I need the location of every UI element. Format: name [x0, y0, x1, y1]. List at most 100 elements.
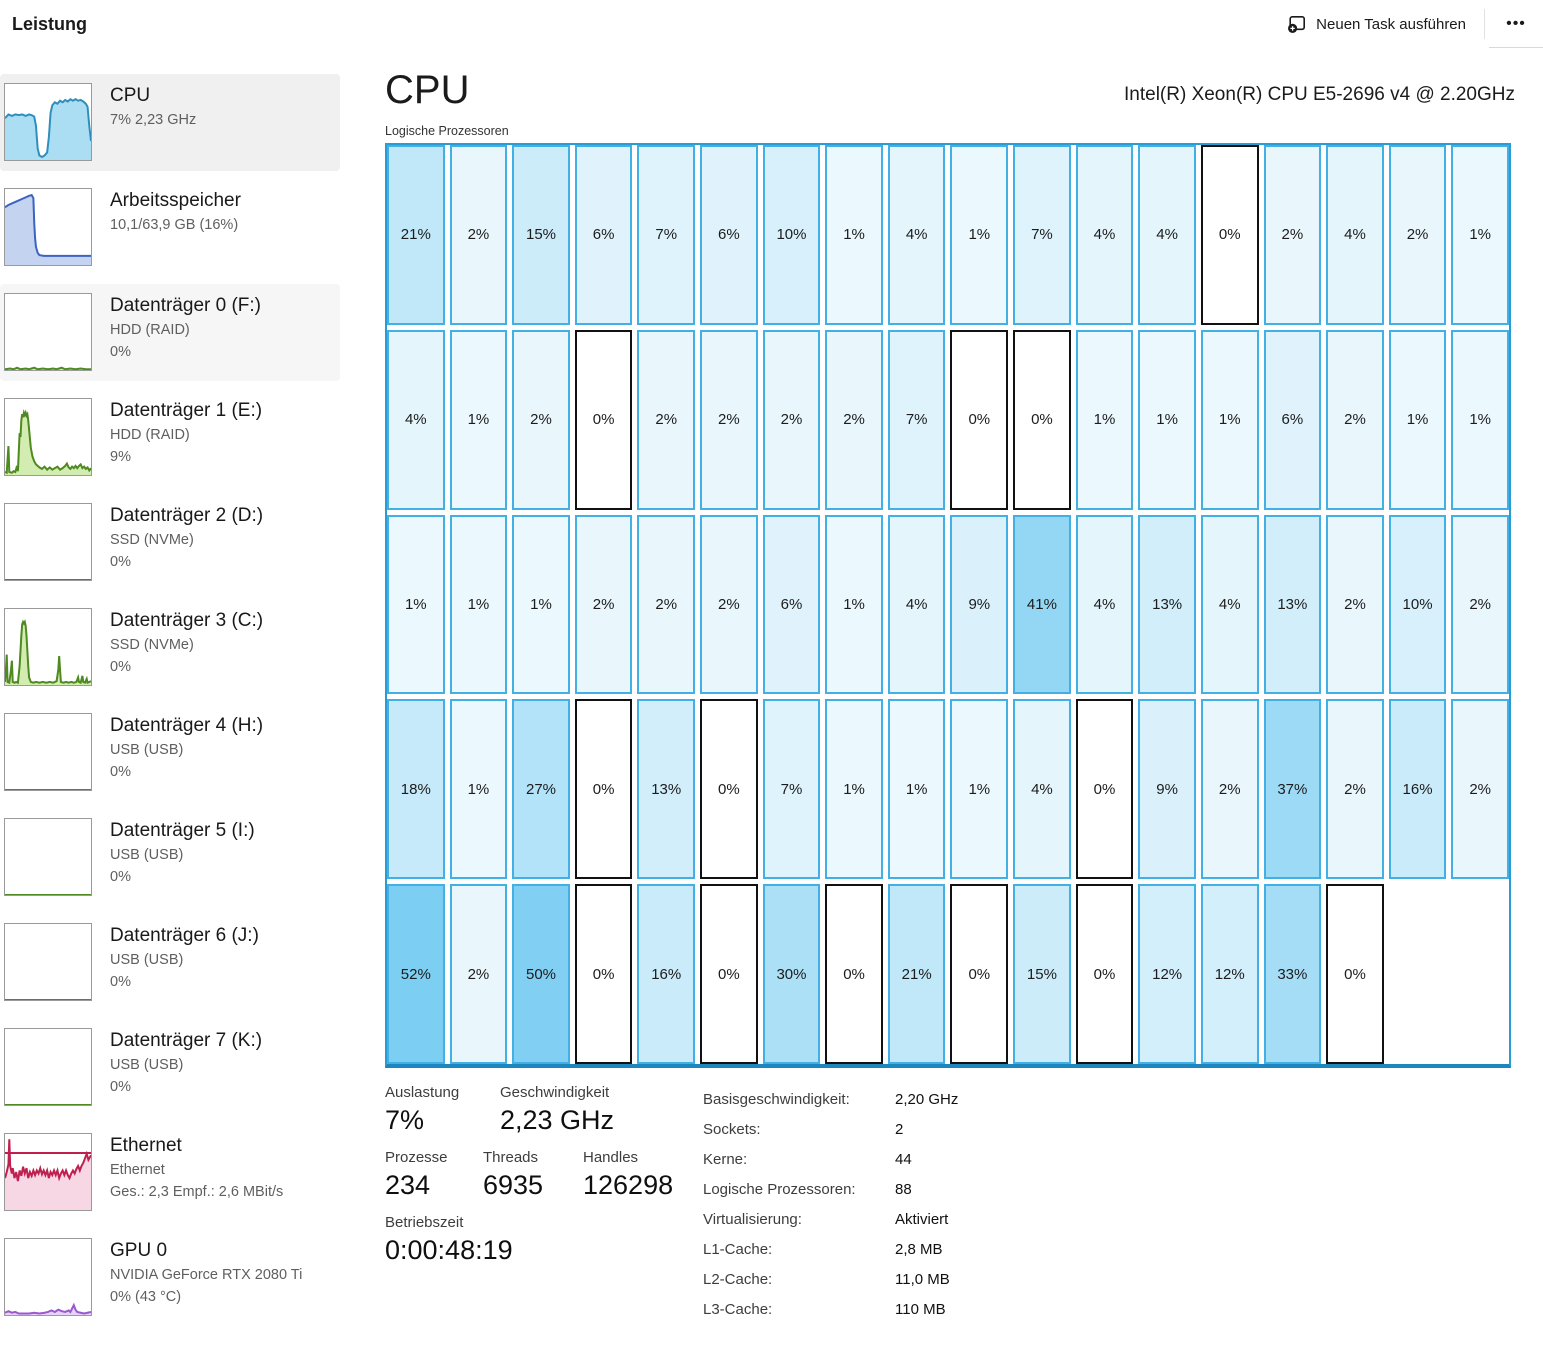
logical-processor-cell: 16%	[1388, 699, 1447, 880]
stat-value: 6935	[483, 1170, 544, 1200]
logical-processor-cell: 4%	[1075, 145, 1134, 325]
sidebar-item-disk6[interactable]: Datenträger 6 (J:)USB (USB)0%	[0, 914, 340, 1011]
logical-processor-cell: 4%	[887, 145, 946, 325]
sidebar-item-disk5[interactable]: Datenträger 5 (I:)USB (USB)0%	[0, 809, 340, 906]
detail-label: Logische Prozessoren:	[703, 1181, 856, 1198]
logical-processor-cell: 2%	[1451, 699, 1509, 880]
cpu-title: CPU	[385, 68, 470, 112]
sidebar-item-title: Datenträger 3 (C:)	[110, 610, 264, 631]
sidebar-item-title: Ethernet	[110, 1135, 182, 1156]
logical-processors-label: Logische Prozessoren	[385, 124, 509, 138]
sidebar-item-disk2[interactable]: Datenträger 2 (D:)SSD (NVMe)0%	[0, 494, 340, 591]
logical-processor-cell: 10%	[1388, 514, 1447, 695]
sidebar-item-disk1[interactable]: Datenträger 1 (E:)HDD (RAID)9%	[0, 389, 340, 486]
detail-row: Sockets:2	[703, 1115, 958, 1145]
logical-processor-cell: 4%	[387, 329, 445, 510]
logical-processor-cell: 1%	[950, 699, 1009, 880]
disk3-mini-chart	[4, 608, 92, 686]
logical-processor-cell: 0%	[1075, 699, 1134, 880]
logical-processor-cell: 0%	[825, 884, 883, 1064]
stat-value: 234	[385, 1170, 431, 1200]
detail-label: Basisgeschwindigkeit:	[703, 1091, 850, 1108]
memory-mini-chart	[4, 188, 92, 266]
logical-processor-cell: 50%	[512, 884, 570, 1064]
detail-value: 11,0 MB	[895, 1271, 950, 1288]
logical-processor-cell: 0%	[700, 699, 758, 880]
sidebar-item-subtitle: SSD (NVMe)	[110, 637, 194, 653]
logical-processor-cell: 1%	[825, 514, 883, 695]
detail-label: L3-Cache:	[703, 1301, 773, 1318]
sidebar-item-disk4[interactable]: Datenträger 4 (H:) USB (USB) 0%	[0, 704, 340, 801]
logical-processor-cell: 2%	[637, 514, 696, 695]
disk5-mini-chart	[4, 818, 92, 896]
detail-row: Logische Prozessoren: 88	[703, 1175, 958, 1205]
stat-label: Auslastung	[385, 1084, 460, 1101]
page-title: Leistung	[12, 13, 87, 34]
detail-value: 2,8 MB	[895, 1241, 943, 1258]
run-new-task-button[interactable]: Neuen Task ausführen	[1273, 7, 1480, 42]
detail-row: L1-Cache:2,8 MB	[703, 1235, 958, 1265]
run-new-task-label: Neuen Task ausführen	[1316, 15, 1466, 33]
disk1-mini-chart	[4, 398, 92, 476]
logical-processor-cell: 21%	[887, 884, 946, 1064]
logical-processor-cell: 2%	[762, 329, 821, 510]
sidebar-item-title: Datenträger 1 (E:)	[110, 400, 263, 421]
stat-value: 7%	[385, 1105, 425, 1135]
logical-processor-cell: 1%	[825, 145, 883, 325]
logical-processor-cell: 2%	[449, 145, 508, 325]
logical-processor-cell: 2%	[1388, 145, 1447, 325]
sidebar-item-disk3[interactable]: Datenträger 3 (C:) SSD (NVMe) 0%	[0, 599, 340, 696]
logical-processor-cell: 13%	[1263, 514, 1322, 695]
more-options-button[interactable]: •••	[1489, 0, 1543, 48]
sidebar-item-subtitle: USB (USB)	[110, 742, 184, 758]
logical-processor-cell: 0%	[574, 884, 633, 1064]
logical-processor-cell: 30%	[762, 884, 821, 1064]
logical-processor-cell: 1%	[950, 145, 1009, 325]
logical-processor-cell: 27%	[512, 699, 570, 880]
logical-processor-cell: 15%	[512, 145, 570, 325]
logical-processor-cell: 1%	[825, 699, 883, 880]
sidebar-item-disk0[interactable]: Datenträger 0 (F:)HDD (RAID)0%	[0, 284, 340, 381]
sidebar-item-subtitle: NVIDIA GeForce RTX 2080 Ti	[110, 1267, 303, 1283]
sidebar-item-subtitle: Ethernet	[110, 1162, 165, 1178]
sidebar-item-subtitle: USB (USB)	[110, 847, 184, 863]
sidebar-item-title: Datenträger 6 (J:)	[110, 925, 259, 946]
detail-row: Virtualisierung:Aktiviert	[703, 1205, 958, 1235]
sidebar-item-subtitle: SSD (NVMe)	[110, 532, 194, 548]
logical-processor-cell: 2%	[700, 514, 758, 695]
detail-label: Sockets:	[703, 1121, 761, 1138]
sidebar-item-title: Datenträger 0 (F:)	[110, 295, 261, 316]
sidebar-item-subtitle: 0%	[110, 343, 131, 360]
logical-processor-cell: 2%	[574, 514, 633, 695]
logical-processor-cell: 9%	[1138, 699, 1196, 880]
sidebar-item-subtitle: 0%	[110, 763, 131, 780]
sidebar-item-title: Datenträger 4 (H:)	[110, 715, 264, 736]
logical-processor-cell: 0%	[950, 884, 1009, 1064]
sidebar-item-disk7[interactable]: Datenträger 7 (K:)USB (USB)0%	[0, 1019, 340, 1116]
cpu-panel: CPU Intel(R) Xeon(R) CPU E5-2696 v4 @ 2.…	[340, 48, 1543, 1334]
logical-processor-cell: 2%	[1200, 699, 1259, 880]
sidebar-item-subtitle: 0%	[110, 973, 131, 990]
logical-processor-cell: 2%	[825, 329, 883, 510]
logical-processor-cell: 0%	[574, 699, 633, 880]
logical-processor-cell: 2%	[1263, 145, 1322, 325]
logical-processor-cell: 6%	[574, 145, 633, 325]
logical-processor-cell: 21%	[387, 145, 445, 325]
logical-processor-cell: 10%	[762, 145, 821, 325]
sidebar-item-subtitle: 0%	[110, 658, 131, 675]
topbar: Leistung Neuen Task ausführen •••	[0, 0, 1543, 48]
sidebar-item-subtitle: 9%	[110, 448, 131, 465]
new-task-icon	[1287, 15, 1306, 34]
detail-value: 88	[895, 1181, 912, 1198]
detail-value: Aktiviert	[895, 1211, 949, 1228]
detail-label: L2-Cache:	[703, 1271, 773, 1288]
